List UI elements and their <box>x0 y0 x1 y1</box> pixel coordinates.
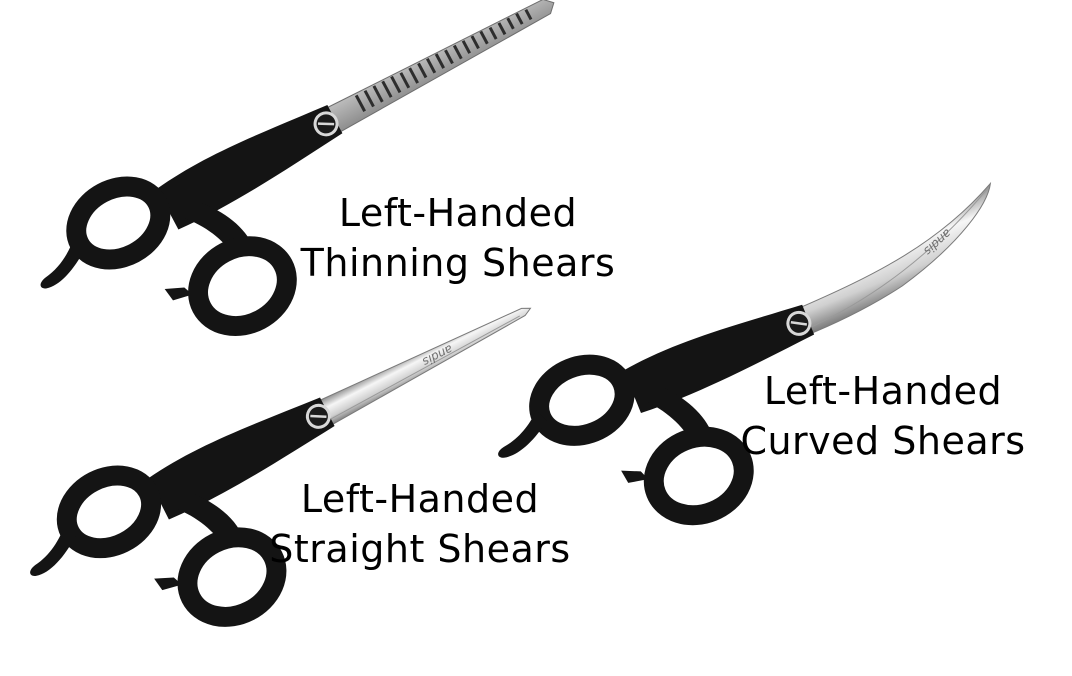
label-thinning-line1: Left-Handed <box>338 191 578 235</box>
label-curved-line2: Curved Shears <box>740 419 1026 463</box>
label-straight-shears: Left-Handed Straight Shears <box>250 474 590 574</box>
curved-shears-image: andis <box>498 181 992 526</box>
label-curved-line1: Left-Handed <box>763 369 1003 413</box>
label-thinning-line2: Thinning Shears <box>300 241 616 285</box>
thinning-shears-image <box>40 0 555 337</box>
label-curved-shears: Left-Handed Curved Shears <box>728 366 1038 466</box>
straight-shears-image: andis <box>6 269 595 676</box>
label-straight-line1: Left-Handed <box>300 477 540 521</box>
label-straight-line2: Straight Shears <box>269 527 571 571</box>
label-thinning-shears: Left-Handed Thinning Shears <box>288 188 628 288</box>
